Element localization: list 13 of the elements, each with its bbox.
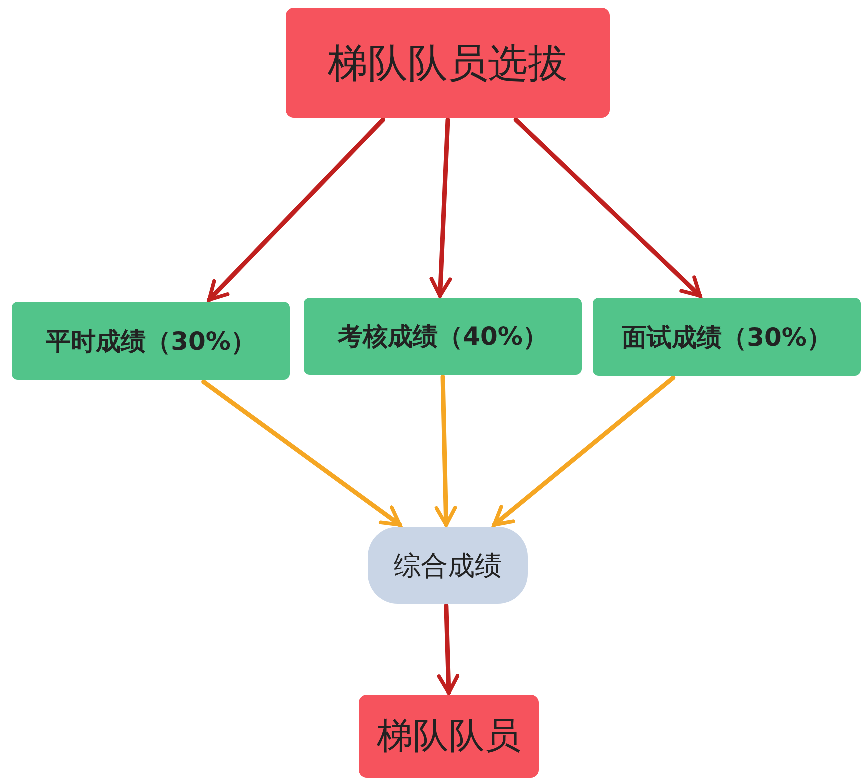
arrow [434, 374, 458, 528]
arrow [437, 604, 460, 696]
result-box: 梯队队员 [359, 695, 539, 778]
arrow [207, 118, 386, 302]
title-box: 梯队队员选拔 [286, 8, 610, 118]
arrow [430, 118, 452, 298]
result-box: 综合成绩 [368, 527, 528, 604]
process-box: 平时成绩（30%） [12, 302, 290, 380]
arrow [492, 376, 676, 528]
arrow [202, 380, 402, 528]
process-box: 面试成绩（30%） [593, 298, 861, 376]
process-box: 考核成绩（40%） [304, 298, 582, 375]
arrow [514, 118, 702, 298]
